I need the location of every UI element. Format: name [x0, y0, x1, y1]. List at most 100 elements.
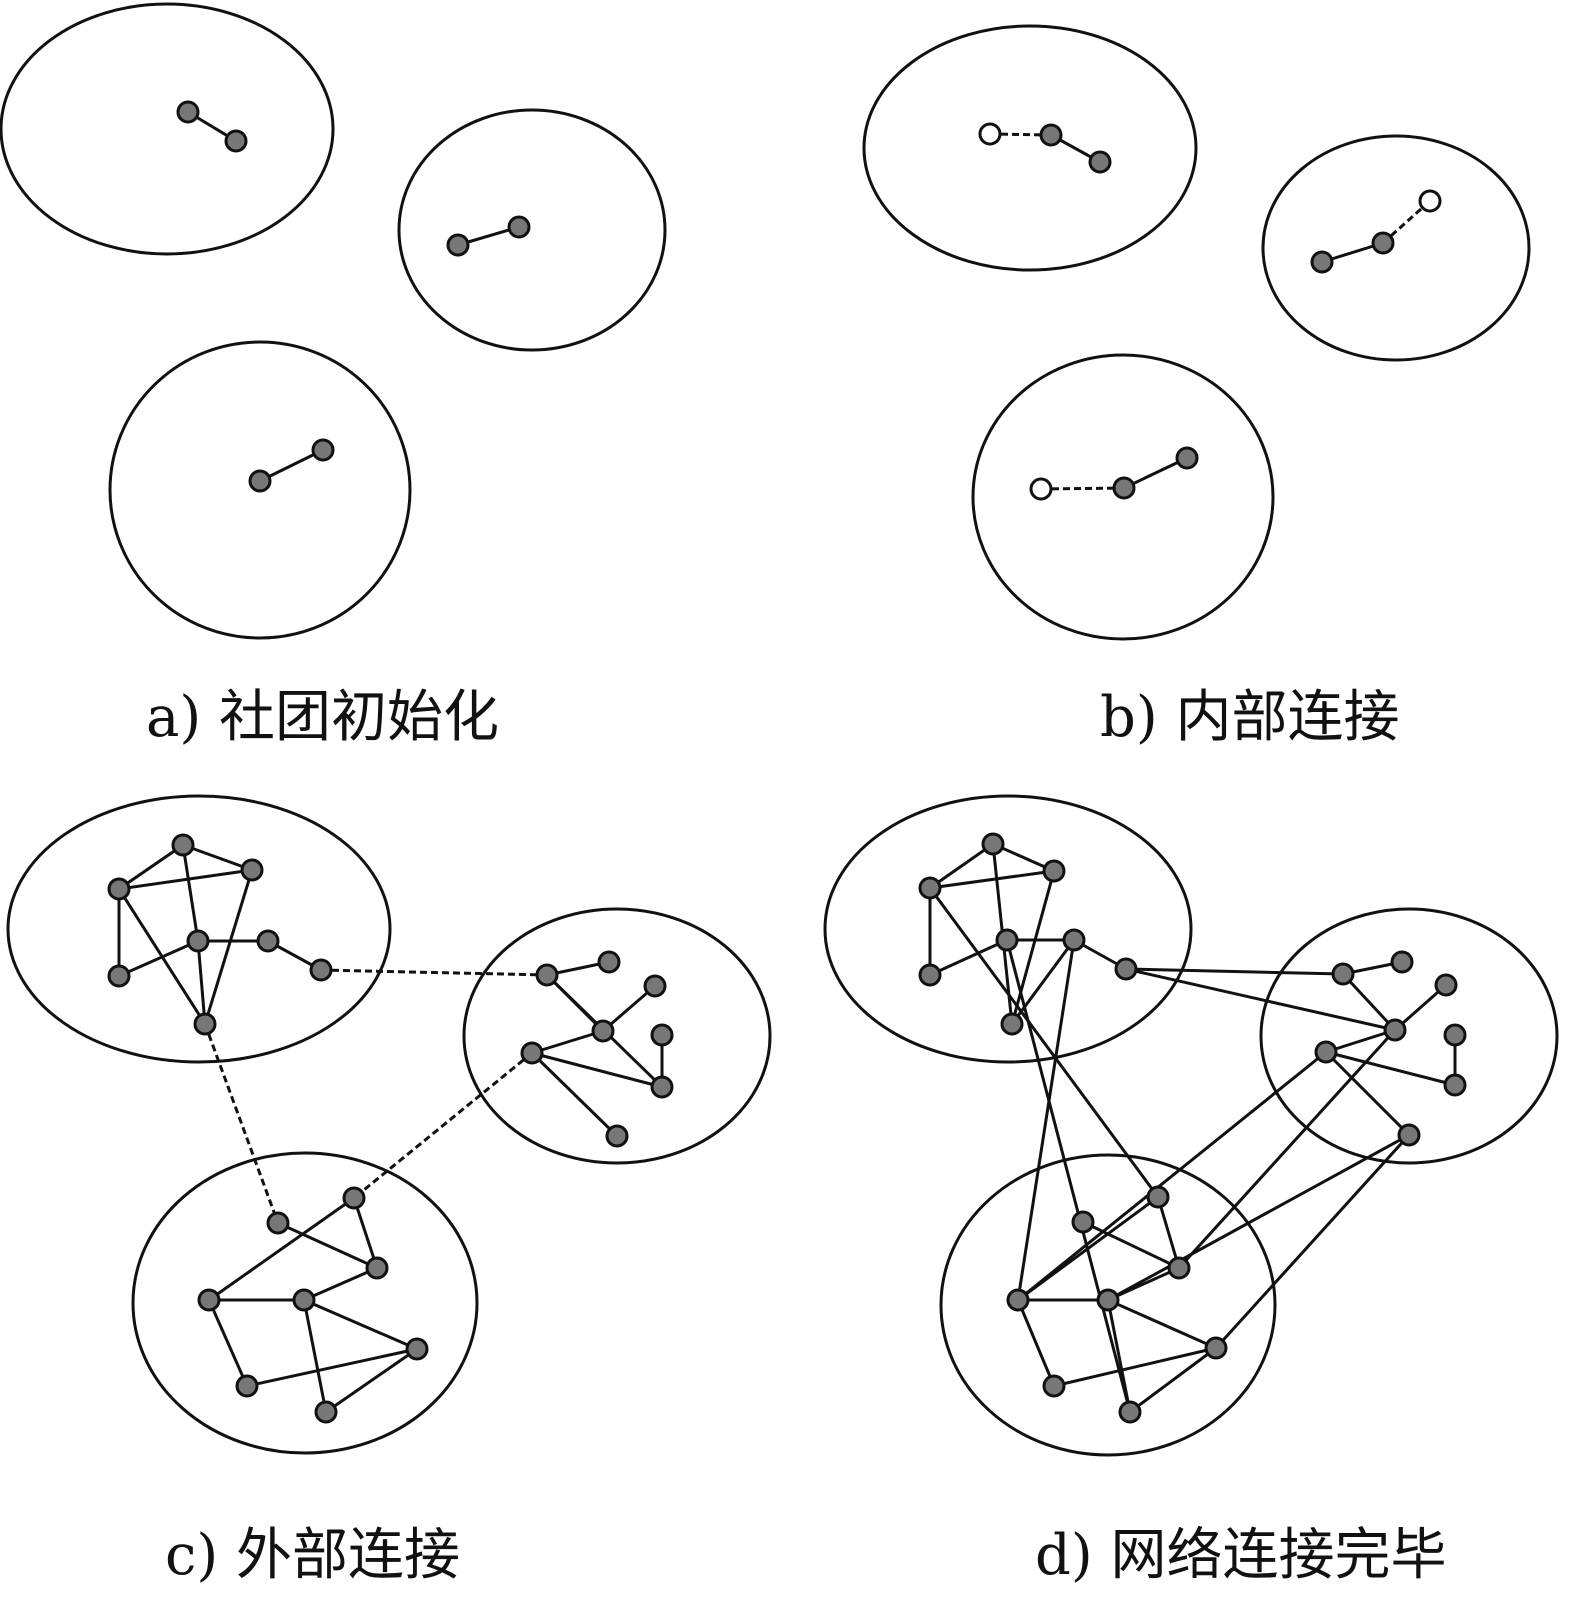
node [186, 929, 210, 953]
node [1443, 1073, 1467, 1097]
edge [1125, 967, 1396, 1032]
edge [1107, 1298, 1217, 1350]
edge [181, 844, 200, 942]
node [309, 958, 333, 982]
edge [118, 843, 184, 891]
edge [530, 1051, 619, 1138]
edge [1341, 972, 1397, 1032]
node [1042, 1374, 1066, 1398]
edge [1156, 1196, 1181, 1269]
node [248, 469, 272, 493]
caption-b: b) 内部连接 [1100, 685, 1400, 750]
community-d3 [939, 1153, 1277, 1457]
edge [1005, 939, 1132, 1413]
edge [929, 842, 994, 890]
edge [1177, 1028, 1397, 1270]
node [643, 974, 667, 998]
edge [182, 843, 253, 872]
node [650, 1075, 674, 1099]
node [520, 1041, 544, 1065]
node [1443, 1023, 1467, 1047]
panel-b-new-edges [989, 132, 1431, 491]
node [1000, 1012, 1024, 1036]
node [1146, 1185, 1170, 1209]
edge [1125, 967, 1344, 976]
node [1383, 1018, 1407, 1042]
node [918, 963, 942, 987]
panel-c-nodes [107, 833, 674, 1424]
node [605, 1124, 629, 1148]
node [342, 1186, 366, 1210]
new-node [1418, 189, 1442, 213]
node [107, 964, 131, 988]
panel-a-edges [187, 110, 520, 483]
caption-a: a) 社团初始化 [146, 685, 500, 750]
new-edge [353, 1051, 533, 1200]
node [1088, 150, 1112, 174]
community-a3 [108, 340, 412, 640]
node [405, 1337, 429, 1361]
edge [207, 1299, 249, 1387]
panel-c [6, 794, 772, 1455]
node [1314, 1040, 1338, 1064]
node [224, 129, 248, 153]
edge [208, 1196, 355, 1302]
panel-a-nodes [176, 100, 531, 493]
edge [1016, 1299, 1056, 1387]
node [171, 833, 195, 857]
caption-c: c) 外部连接 [165, 1523, 461, 1588]
node [535, 963, 559, 987]
node [1006, 1288, 1030, 1312]
edge [203, 869, 254, 1025]
new-edge [320, 968, 548, 977]
node [311, 438, 335, 462]
edge [1053, 1346, 1217, 1388]
node [1112, 476, 1136, 500]
community-d1 [823, 794, 1193, 1064]
node [1039, 123, 1063, 147]
node [1397, 1123, 1421, 1147]
node [507, 215, 531, 239]
edge [928, 887, 1160, 1198]
node [1118, 1400, 1142, 1424]
node [1071, 1210, 1095, 1234]
node [650, 1023, 674, 1047]
edge [1129, 1346, 1217, 1414]
new-edge [1040, 486, 1125, 491]
edge [1325, 1028, 1396, 1054]
panel-b-edges [1050, 133, 1384, 490]
community-d2 [1259, 907, 1559, 1165]
edge [277, 1221, 378, 1270]
community-b1 [862, 24, 1198, 272]
panel-d [823, 794, 1559, 1457]
node [292, 1288, 316, 1312]
panel-b [862, 24, 1531, 641]
node [995, 928, 1019, 952]
edge [259, 448, 324, 483]
node [197, 1288, 221, 1312]
edge [302, 1299, 328, 1413]
edge [1123, 456, 1188, 490]
node [176, 100, 200, 124]
node [314, 1400, 338, 1424]
edge [1107, 1133, 1410, 1302]
node [1062, 928, 1086, 952]
node [1175, 446, 1199, 470]
new-node [1029, 477, 1053, 501]
node [1204, 1336, 1228, 1360]
node [193, 1012, 217, 1036]
node [1042, 859, 1066, 883]
community-a2 [397, 108, 667, 352]
new-node [978, 122, 1002, 146]
node [1434, 973, 1458, 997]
panel-a [0, 2, 667, 640]
edge [929, 938, 1008, 977]
community-c1 [6, 794, 392, 1064]
community-b2 [1261, 134, 1531, 362]
edge [531, 1051, 663, 1089]
edge [531, 1029, 604, 1055]
panel-c-edges [117, 843, 664, 1414]
node [1371, 231, 1395, 255]
edge [118, 939, 199, 978]
edge [929, 869, 1055, 890]
